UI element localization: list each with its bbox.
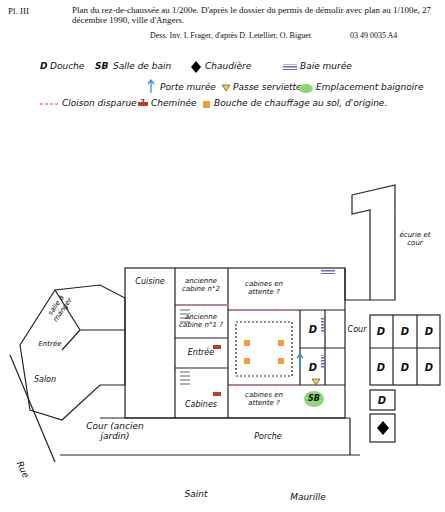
shower-mark: D [309, 324, 317, 335]
walled-bay-sample [283, 64, 297, 70]
bathtub-spot [304, 391, 324, 407]
legend-key: SB [95, 62, 108, 72]
legend-text: Bouche de chauffage au sol, d'origine. [214, 99, 387, 109]
legend-text: Passe serviette [233, 83, 302, 93]
room-name: ancienne cabine n°1 ? [178, 314, 224, 329]
walled-bay [321, 318, 325, 332]
inventory-code: 03 49 0035 A4 [350, 32, 397, 41]
shower-mark: D [309, 362, 317, 373]
legend-swatch [299, 84, 313, 93]
left-wing [20, 285, 125, 420]
stable [352, 185, 395, 300]
legend-text: Porte murée [160, 83, 216, 93]
towel-pass-sample [222, 85, 230, 91]
legend-text: Baie murée [300, 62, 352, 72]
street-name: Saint [185, 490, 208, 500]
room-name: salle à manger [44, 290, 76, 327]
room-name: Entrée [188, 349, 214, 358]
room-name: Cabines [185, 401, 217, 410]
walled-bay [321, 355, 325, 369]
legend-key: D [40, 62, 47, 72]
legend-text: Douche [50, 62, 84, 72]
shower-box [370, 390, 395, 410]
legend-swatch [203, 101, 210, 108]
inner-walls [175, 268, 345, 418]
shower-mark: D [377, 326, 385, 337]
room-name: Salon [34, 376, 56, 385]
walled-door-sample [148, 80, 154, 93]
walled-bay [321, 270, 335, 274]
shower-block [370, 315, 440, 385]
fireplace [213, 392, 221, 396]
main-block [125, 268, 345, 418]
plan-features [180, 270, 389, 435]
room-name: cabines en attente ? [238, 392, 290, 407]
porch-walls [60, 418, 360, 455]
shower-mark: D [425, 326, 433, 337]
plate-number: Pl. III [8, 7, 29, 17]
legend-text: Salle de bain [113, 62, 171, 72]
court-wall [345, 268, 370, 300]
boiler-room [370, 414, 395, 442]
street-name: Rue [14, 460, 30, 480]
stable-name: écurie et cour [395, 232, 435, 247]
light-well [236, 322, 292, 376]
street-name: Maurille [290, 493, 326, 503]
legend-text: Chaudière [205, 62, 251, 72]
shower-mark: D [378, 395, 386, 406]
shower-walls [370, 315, 440, 385]
room-name: Cuisine [135, 278, 164, 287]
shower-mark: D [377, 362, 385, 373]
room-name: cabines en attente ? [238, 281, 290, 296]
room-name: Entrée [38, 341, 61, 349]
floor-vent [278, 358, 284, 364]
floor-vent [244, 340, 250, 346]
boiler [377, 421, 389, 435]
legend-swatch [138, 102, 148, 106]
court-name: Cour [348, 326, 367, 335]
room-name: ancienne cabine n°2 [178, 278, 224, 293]
legend-text: Emplacement baignoire [316, 83, 423, 93]
shower-mark: D [425, 362, 433, 373]
floor-vent [278, 340, 284, 346]
walls [10, 185, 440, 462]
walled-door [297, 354, 303, 369]
boiler-sample [191, 61, 201, 73]
title: Plan du rez-de-chaussée au 1/200e. D'apr… [72, 6, 440, 26]
bathroom-mark: SB [308, 395, 320, 404]
shower-mark: D [401, 326, 409, 337]
towel-pass [312, 379, 320, 385]
shower-mark: D [401, 362, 409, 373]
porch-name: Porche [254, 433, 281, 442]
credit: Dess. Inv. I. Frager, d'après D. Letelli… [150, 32, 311, 41]
legend-text: Cloison disparue ? [62, 99, 144, 109]
court-name: Cour (ancien jardin) [78, 422, 152, 442]
partition-sample [40, 103, 58, 105]
street-line [10, 355, 55, 462]
legend-text: Cheminée [151, 99, 197, 109]
floor-vent [244, 358, 250, 364]
